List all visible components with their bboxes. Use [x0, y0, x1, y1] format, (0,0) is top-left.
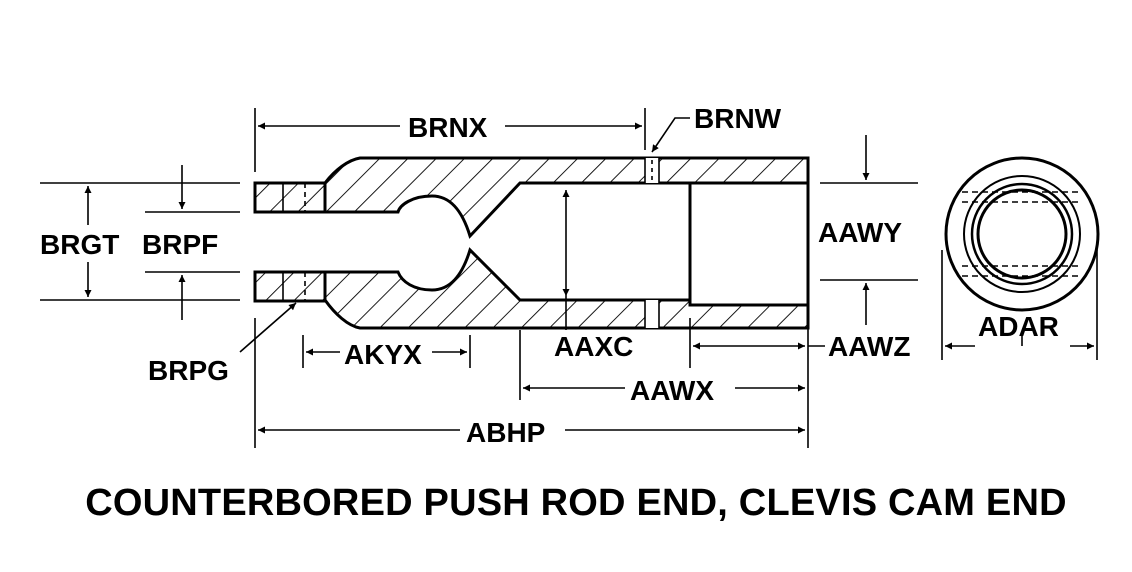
- label-brnw: BRNW: [694, 103, 782, 134]
- label-brpg: BRPG: [148, 355, 229, 386]
- dimension-lines: [84, 117, 1094, 434]
- label-aawx: AAWX: [630, 375, 714, 406]
- upper-body-hatched: [323, 156, 810, 239]
- label-adar: ADAR: [978, 311, 1059, 342]
- label-brnx: BRNX: [408, 112, 488, 143]
- upper-prong: [253, 181, 327, 214]
- label-aawy: AAWY: [818, 217, 902, 248]
- label-abhp: ABHP: [466, 417, 545, 448]
- counterbore: [688, 181, 810, 307]
- label-brgt: BRGT: [40, 229, 119, 260]
- lower-body-hatched: [323, 247, 810, 330]
- label-aawz: AAWZ: [828, 331, 910, 362]
- label-brpf: BRPF: [142, 229, 218, 260]
- dimension-labels: BRNX BRNW BRGT BRPF AAWY AAWZ ADAR BRPG …: [40, 103, 1059, 448]
- label-aaxc: AAXC: [554, 331, 633, 362]
- part-side-view: [253, 156, 810, 330]
- end-view: [944, 156, 1100, 312]
- lower-prong: [253, 270, 327, 303]
- drawing-title: COUNTERBORED PUSH ROD END, CLEVIS CAM EN…: [85, 482, 1067, 524]
- label-akyx: AKYX: [344, 339, 422, 370]
